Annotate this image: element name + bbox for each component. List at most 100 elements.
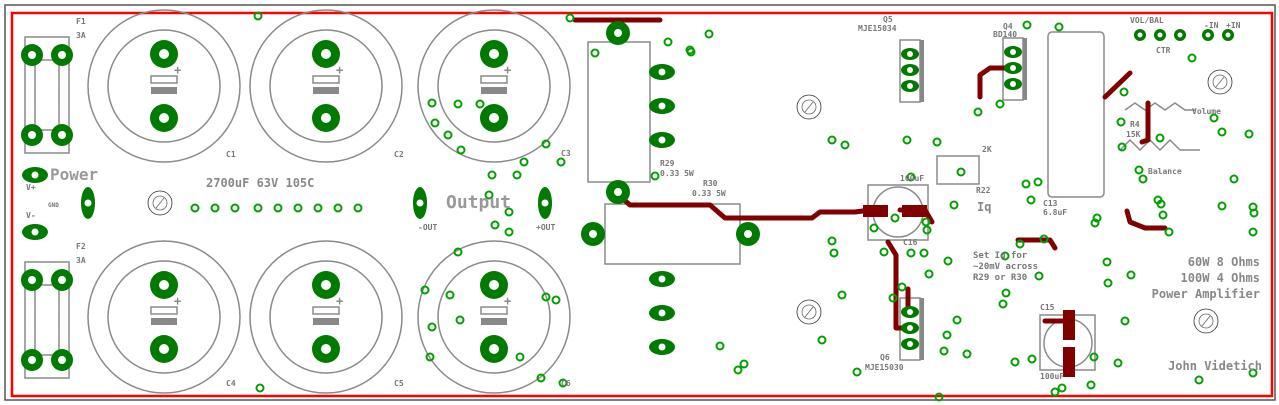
via	[210, 203, 220, 213]
via	[1015, 239, 1025, 249]
label-r29-value: 0.33 5W	[660, 169, 694, 178]
via	[487, 170, 497, 180]
via	[1027, 354, 1037, 364]
via	[733, 365, 743, 375]
via	[490, 220, 500, 230]
plus-sign: +	[174, 63, 181, 77]
via	[1086, 380, 1096, 390]
via	[1050, 387, 1060, 397]
via	[663, 37, 673, 47]
label-in-plus: +IN	[1226, 21, 1241, 30]
label-note-3: R29 or R30	[973, 273, 1027, 283]
label-r4: R4	[1130, 120, 1140, 129]
plus-sign: +	[336, 294, 343, 308]
label-q5: Q5	[883, 15, 893, 24]
label-vol-bal: VOL/BAL	[1130, 16, 1164, 25]
via	[456, 145, 466, 155]
via	[1249, 208, 1259, 218]
via	[190, 203, 200, 213]
via	[879, 247, 889, 257]
label-c16: C16	[903, 238, 918, 247]
via	[837, 290, 847, 300]
label-r30-value: 0.33 5W	[692, 189, 726, 198]
via	[1217, 201, 1227, 211]
via	[519, 157, 529, 167]
trace	[1102, 70, 1133, 100]
via	[1117, 142, 1127, 152]
via	[484, 190, 494, 200]
via	[949, 200, 959, 210]
via	[293, 203, 303, 213]
via	[1021, 179, 1031, 189]
via	[650, 171, 660, 181]
via	[704, 29, 714, 39]
cap-pad	[480, 104, 508, 132]
via	[536, 373, 546, 383]
via	[1113, 358, 1123, 368]
via	[852, 367, 862, 377]
cap-pad	[150, 104, 178, 132]
via	[565, 13, 575, 23]
via	[230, 203, 240, 213]
board-outline	[10, 11, 1274, 398]
via	[255, 383, 265, 393]
via	[420, 285, 430, 295]
pot-balance	[1119, 138, 1200, 152]
capacitor-c2: +	[249, 9, 403, 163]
via	[1102, 257, 1112, 267]
label-out-minus: -OUT	[418, 223, 437, 232]
trace	[1139, 100, 1151, 145]
via	[443, 130, 453, 140]
capacitor-c1: +	[87, 9, 241, 163]
label-c4: C4	[226, 379, 236, 388]
via	[1156, 199, 1166, 209]
via	[715, 341, 725, 351]
label-q6-part: MJE15030	[865, 363, 904, 372]
trace	[612, 189, 873, 221]
via	[475, 99, 485, 109]
title-line-1: 60W 8 Ohms	[1188, 255, 1260, 269]
via	[888, 293, 898, 303]
label-r22: R22	[976, 186, 991, 195]
via	[1089, 352, 1099, 362]
via	[739, 359, 749, 369]
via	[556, 157, 566, 167]
label-iq: Iq	[977, 200, 991, 214]
trimmer-r22	[936, 155, 980, 185]
mounting-hole-icon	[796, 299, 822, 325]
via	[1244, 129, 1254, 139]
via	[1194, 375, 1204, 385]
capacitor-c3: +	[417, 9, 571, 163]
label-r29: R29	[660, 159, 675, 168]
label-c3: C3	[561, 149, 571, 158]
via	[897, 282, 907, 292]
via	[924, 269, 934, 279]
resistor-r29	[587, 41, 651, 183]
via	[1103, 278, 1113, 288]
via	[253, 203, 263, 213]
via	[1057, 383, 1067, 393]
label-output: Output	[446, 192, 511, 213]
via	[1248, 368, 1258, 378]
label-f2-rating: 3A	[76, 256, 86, 265]
via	[1039, 234, 1049, 244]
via	[253, 11, 263, 21]
via	[504, 227, 514, 237]
mounting-hole-icon	[1207, 69, 1233, 95]
label-c16-value: 100uF	[900, 174, 924, 183]
via	[515, 352, 525, 362]
via	[1010, 357, 1020, 367]
label-q4: Q4	[1003, 22, 1013, 31]
via	[906, 172, 916, 182]
label-c6: C6	[561, 379, 571, 388]
via	[943, 256, 953, 266]
via	[1022, 20, 1032, 30]
cap-pad	[312, 335, 340, 363]
via	[902, 135, 912, 145]
label-r4-value: 15K	[1126, 130, 1141, 139]
via	[1033, 177, 1043, 187]
label-q4-part: BD140	[993, 30, 1017, 39]
label-note-1: Set Iq for	[973, 251, 1028, 261]
via	[551, 295, 561, 305]
